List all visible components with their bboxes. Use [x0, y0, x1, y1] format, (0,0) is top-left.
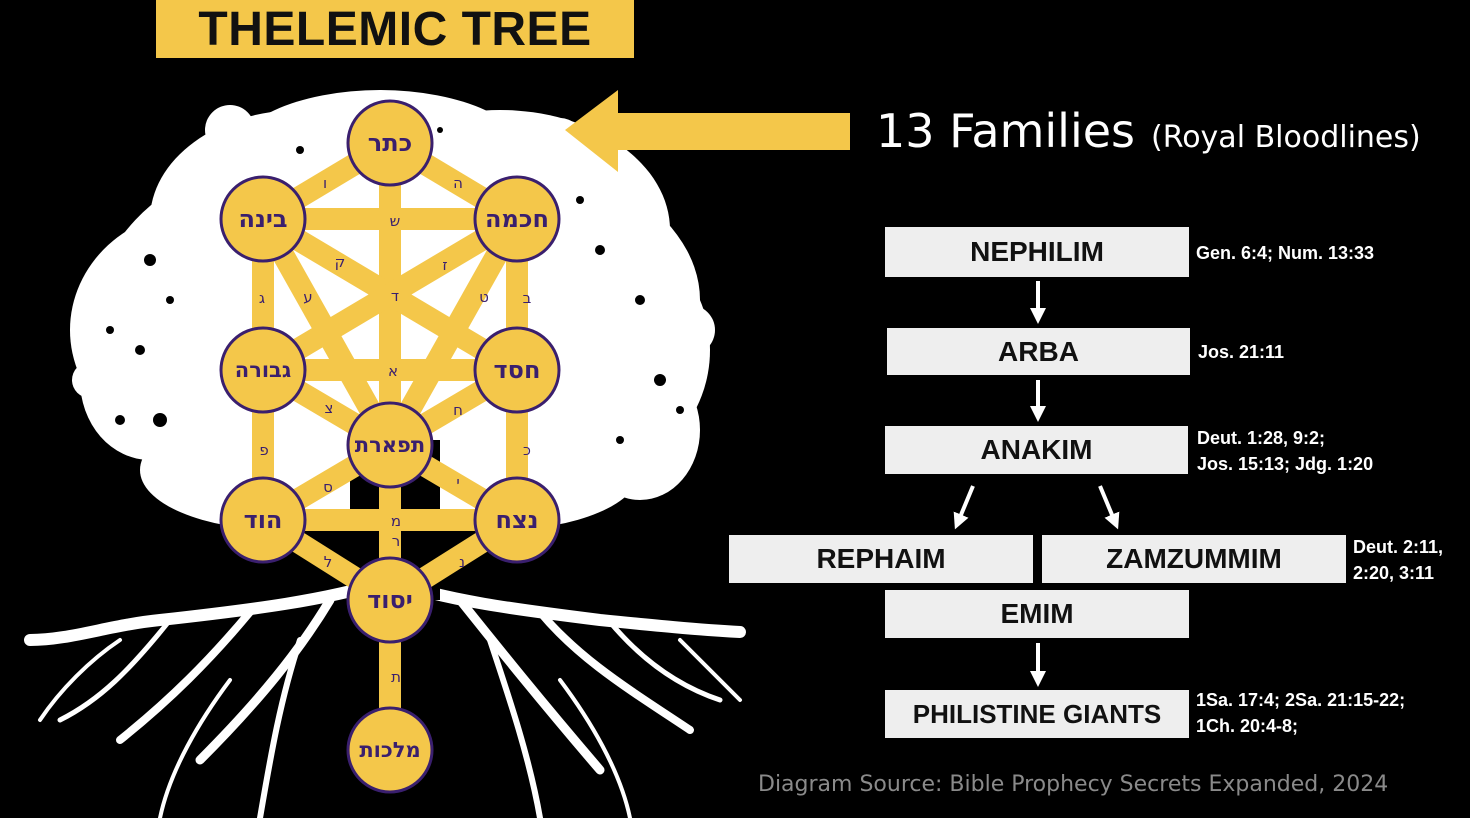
ref-anakim: Deut. 1:28, 9:2; Jos. 15:13; Jdg. 1:20 — [1197, 425, 1373, 477]
heading-sub: (Royal Bloodlines) — [1151, 120, 1421, 155]
ref-line: Deut. 1:28, 9:2; — [1197, 428, 1326, 448]
path-letters: ו ה ש ג ק ז ב ד ע ט א צ ח פ כ ס י מ ר ל … — [259, 174, 532, 686]
path-letter: ת — [391, 668, 401, 686]
path-letter: ג — [259, 289, 265, 307]
pointer-arrow — [565, 90, 752, 172]
sephirah-chesed — [473, 326, 561, 414]
sephirah-label-chokhmah: חכמה — [485, 205, 549, 233]
sephirah-tiferet — [346, 401, 434, 489]
path-letter: ש — [390, 212, 401, 230]
bloodlines-heading: 13 Families (Royal Bloodlines) — [876, 104, 1421, 158]
sephirah-malkhut — [346, 706, 434, 794]
sephirah-label-gevurah: גבורה — [235, 358, 291, 382]
arrow-anakim-zamzummim — [1098, 485, 1120, 530]
ref-line: 1Ch. 20:4-8; — [1196, 716, 1299, 736]
path-letter: מ — [391, 512, 401, 530]
sephirah-chokhmah — [473, 175, 561, 263]
path-letter: ר — [392, 532, 400, 550]
path-letter: ד — [391, 287, 399, 305]
sephirah-label-tiferet: תפארת — [355, 433, 425, 457]
ref-line: Jos. 15:13; Jdg. 1:20 — [1197, 454, 1374, 474]
sephirah-label-malkhut: מלכות — [359, 738, 420, 762]
box-label: ARBA — [998, 335, 1079, 367]
path-letter: ה — [453, 174, 463, 192]
ref-line: 2:20, 3:11 — [1353, 563, 1435, 583]
ref-line: Jos. 21:11 — [1198, 342, 1285, 362]
path-letter: ט — [479, 288, 489, 306]
path-letter: פ — [259, 441, 268, 459]
box-anakim: ANAKIM — [885, 426, 1188, 474]
pointer-arrow-shaft — [750, 113, 850, 150]
path-letter: ס — [323, 478, 333, 496]
sephirah-gevurah — [219, 326, 307, 414]
ref-philistine-giants: 1Sa. 17:4; 2Sa. 21:15-22; 1Ch. 20:4-8; — [1196, 687, 1405, 739]
box-arba: ARBA — [887, 328, 1190, 375]
sephirah-keter — [346, 99, 434, 187]
path-chokhmah-gevurah — [257, 209, 523, 380]
sephirah-label-yesod: יסוד — [367, 586, 413, 614]
sephirah-binah — [219, 175, 307, 263]
ref-arba: Jos. 21:11 — [1198, 339, 1284, 365]
sephirah-hod — [219, 476, 307, 564]
path-letter: ח — [453, 401, 463, 419]
path-letter: נ — [459, 553, 465, 571]
path-letter: ו — [323, 174, 327, 192]
ref-zamzummim: Deut. 2:11, 2:20, 3:11 — [1353, 534, 1443, 586]
tree-of-life-diagram: ו ה ש ג ק ז ב ד ע ט א צ ח פ כ ס י מ ר ל … — [24, 90, 752, 818]
ref-nephilim: Gen. 6:4; Num. 13:33 — [1196, 240, 1374, 266]
path-letter: י — [456, 473, 459, 491]
box-label: ANAKIM — [980, 434, 1093, 465]
sephirah-label-netzach: נצח — [495, 506, 538, 534]
path-letter: ל — [324, 553, 333, 571]
ref-line: Deut. 2:11, — [1353, 537, 1444, 557]
path-letter: ק — [335, 253, 346, 271]
sephirah-netzach — [473, 476, 561, 564]
box-philistine-giants: PHILISTINE GIANTS — [885, 690, 1189, 738]
sephirah-label-chesed: חסד — [494, 356, 541, 384]
path-letter: כ — [523, 441, 531, 459]
path-letter: צ — [325, 399, 334, 417]
arrow-anakim-rephaim — [953, 485, 975, 530]
diagram-source: Diagram Source: Bible Prophecy Secrets E… — [758, 772, 1389, 797]
box-label: ZAMZUMMIM — [1106, 543, 1282, 574]
box-rephaim: REPHAIM — [729, 535, 1033, 583]
title-banner: THELEMIC TREE — [156, 0, 634, 58]
box-emim: EMIM — [885, 590, 1189, 638]
box-label: REPHAIM — [816, 543, 946, 574]
box-zamzummim: ZAMZUMMIM — [1042, 535, 1346, 583]
box-label: PHILISTINE GIANTS — [912, 698, 1162, 729]
box-label: EMIM — [1000, 598, 1074, 629]
canopy-texture — [106, 127, 684, 444]
sephirah-yesod — [346, 556, 434, 644]
sephiroth-labels: כתר בינה חכמה גבורה חסד תפארת הוד נצח יס… — [235, 129, 549, 762]
page-title: THELEMIC TREE — [198, 2, 592, 56]
sephirah-label-keter: כתר — [368, 129, 412, 157]
box-label: NEPHILIM — [970, 236, 1104, 267]
path-letter: ז — [442, 256, 447, 274]
path-letter: ע — [303, 288, 312, 306]
sephirah-label-hod: הוד — [244, 506, 283, 534]
sephirah-label-binah: בינה — [238, 205, 287, 233]
box-nephilim: NEPHILIM — [885, 227, 1189, 277]
path-letter: ב — [523, 289, 532, 307]
heading-main: 13 Families — [876, 104, 1135, 158]
ref-line: Gen. 6:4; Num. 13:33 — [1196, 243, 1375, 263]
sephiroth — [219, 99, 561, 794]
ref-line: 1Sa. 17:4; 2Sa. 21:15-22; — [1196, 690, 1406, 710]
path-letter: א — [388, 362, 398, 380]
